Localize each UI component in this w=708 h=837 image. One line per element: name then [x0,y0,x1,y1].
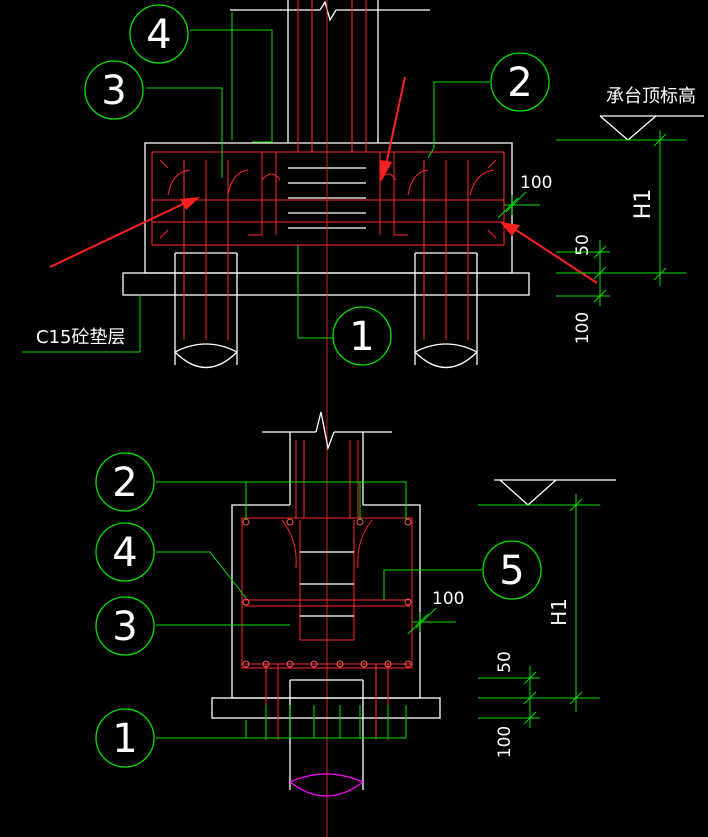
top-callout-3-text: 3 [101,68,126,114]
bottom-dim-50: 50 [495,651,515,673]
top-callout-2-text: 2 [507,60,532,106]
top-leaders [22,12,490,353]
bottom-callout-2-text: 2 [112,460,137,506]
bottom-dimensions: H1 50 100 100 [407,479,616,758]
bottom-cap-outline [231,504,421,699]
top-dim-50: 50 [573,234,593,256]
top-piles [174,252,478,368]
bottom-callout-1-text: 1 [112,716,137,762]
top-rebar [151,0,505,340]
cushion-label: C15砼垫层 [36,327,125,348]
bottom-callout-1 [95,708,155,768]
bottom-section: 2 4 3 1 5 H1 50 100 [95,411,616,797]
top-dimensions: 承台顶标高 H1 50 100 100 C15砼垫层 [36,86,704,348]
bottom-h1-label: H1 [547,598,571,626]
bottom-callout-4-text: 4 [112,530,137,576]
bottom-leaders [156,481,482,739]
bottom-callout-3 [95,596,155,656]
top-h1-label: H1 [631,189,656,220]
annotation-arrows [49,76,598,284]
bottom-cushion-layer [211,697,441,719]
cap-top-elevation-label: 承台顶标高 [606,86,696,107]
top-callout-3 [84,60,144,120]
top-callout-4-text: 4 [146,12,171,58]
bottom-callout-2 [95,452,155,512]
top-cushion-layer [122,272,530,296]
top-column [230,0,430,143]
top-dim-100-right: 100 [520,173,552,193]
top-callout-2 [490,52,550,112]
bottom-callout-4 [95,522,155,582]
top-callout-1-text: 1 [349,314,374,360]
top-dim-100-bottom: 100 [573,312,593,344]
bottom-column [262,411,392,505]
top-callout-1 [332,306,392,366]
top-callout-4 [129,4,189,64]
bottom-dim-100-bottom: 100 [495,726,515,758]
bottom-callout-5 [482,540,542,600]
bottom-callout-5-text: 5 [499,548,524,594]
bottom-dim-100-right: 100 [432,589,464,609]
bottom-rebar [241,440,413,740]
bottom-callout-3-text: 3 [112,604,137,650]
